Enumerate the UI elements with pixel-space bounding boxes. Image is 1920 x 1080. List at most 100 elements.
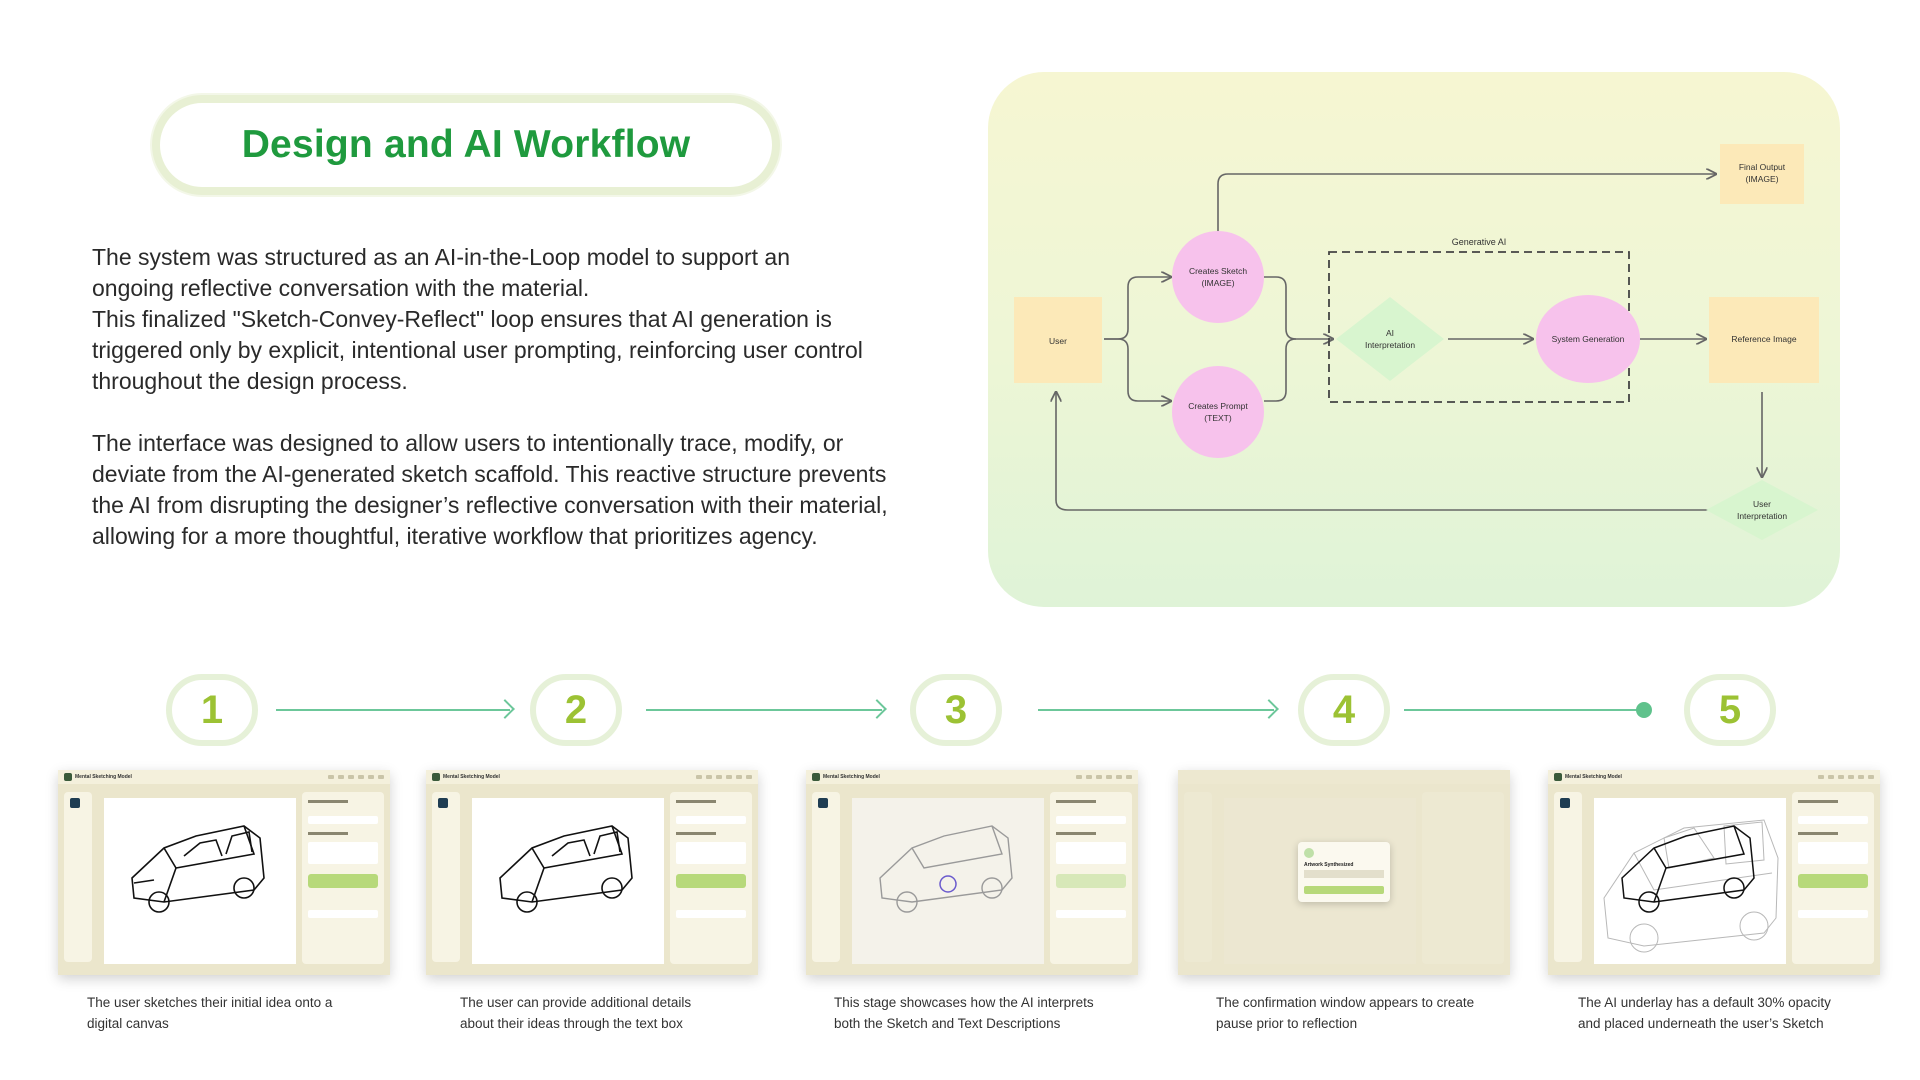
caption-line: This stage showcases how the AI interpre… bbox=[834, 995, 1094, 1010]
ai-generation-panel bbox=[1050, 792, 1132, 964]
node-user-label: User bbox=[1049, 336, 1067, 346]
tool-panel bbox=[64, 792, 92, 962]
tool-panel bbox=[432, 792, 460, 962]
drawing-canvas bbox=[1594, 798, 1786, 964]
step-badge-2: 2 bbox=[530, 674, 622, 746]
intro-text: The system was structured as an AI-in-th… bbox=[92, 242, 952, 583]
car-sketch bbox=[499, 825, 633, 913]
caption-line: and placed underneath the user’s Sketch bbox=[1578, 1016, 1824, 1031]
step-3-screenshot: Mental Sketching Model bbox=[806, 770, 1138, 975]
arrow-user-to-sketch bbox=[1104, 277, 1171, 340]
toolbar-icons bbox=[328, 775, 384, 779]
step-2-caption: The user can provide additional details … bbox=[460, 992, 760, 1034]
project-name-field bbox=[1798, 816, 1868, 824]
node-prompt-label-1: Creates Prompt bbox=[1188, 401, 1248, 411]
style-filter-row bbox=[1056, 910, 1126, 918]
caption-line: The confirmation window appears to creat… bbox=[1216, 995, 1475, 1010]
intro-line: throughout the design process. bbox=[92, 368, 408, 394]
step-badge-1: 1 bbox=[166, 674, 258, 746]
caption-line: digital canvas bbox=[87, 1016, 169, 1031]
step-connector-2 bbox=[646, 699, 887, 719]
arrow-interpretation-to-user bbox=[1056, 392, 1713, 511]
confirmation-dialog: Artwork Synthesized bbox=[1298, 842, 1390, 902]
description-prompt-field bbox=[1798, 842, 1868, 864]
step-5-screenshot: Mental Sketching Model bbox=[1548, 770, 1880, 975]
pen-tool-icon bbox=[818, 798, 828, 808]
node-user bbox=[1014, 297, 1102, 383]
dialog-title: Artwork Synthesized bbox=[1304, 862, 1354, 868]
intro-line: deviate from the AI-generated sketch sca… bbox=[92, 461, 887, 487]
app-logo-icon bbox=[64, 773, 72, 781]
car-sketch bbox=[131, 825, 265, 913]
drawing-canvas bbox=[472, 798, 664, 964]
connectors bbox=[1056, 174, 1762, 511]
node-creates-prompt bbox=[1172, 366, 1264, 458]
project-name-field bbox=[1056, 816, 1126, 824]
app-topbar: Mental Sketching Model bbox=[1548, 770, 1880, 784]
node-user-interpretation bbox=[1706, 480, 1818, 540]
node-reference-image bbox=[1709, 297, 1819, 383]
tool-panel bbox=[1554, 792, 1582, 962]
node-system-label: System Generation bbox=[1552, 334, 1625, 344]
arrow-sketch-to-final bbox=[1217, 174, 1716, 232]
caption-line: pause prior to reflection bbox=[1216, 1016, 1358, 1031]
ai-generation-panel bbox=[670, 792, 752, 964]
panel-label bbox=[1798, 800, 1838, 803]
description-prompt-field bbox=[1056, 842, 1126, 864]
style-filter-row bbox=[308, 910, 378, 918]
step-1-screenshot: Mental Sketching Model bbox=[58, 770, 390, 975]
ai-generation-panel bbox=[1792, 792, 1874, 964]
step-4-screenshot: Artwork Synthesized bbox=[1178, 770, 1510, 975]
drawing-canvas bbox=[852, 798, 1044, 964]
generate-reference-button bbox=[1798, 874, 1868, 888]
panel-label bbox=[1798, 832, 1838, 835]
toolbar-icons bbox=[1076, 775, 1132, 779]
arrow-user-to-prompt bbox=[1104, 338, 1171, 401]
intro-line: triggered only by explicit, intentional … bbox=[92, 337, 863, 363]
description-prompt-field bbox=[308, 842, 378, 864]
workflow-diagram-svg: Generative AI User Creates Sketch (IMAGE… bbox=[1014, 144, 1819, 540]
workflow-diagram: Generative AI User Creates Sketch (IMAGE… bbox=[988, 72, 1840, 607]
step-2-screenshot: Mental Sketching Model bbox=[426, 770, 758, 975]
caption-line: The user can provide additional details bbox=[460, 995, 692, 1010]
step-5-caption: The AI underlay has a default 30% opacit… bbox=[1578, 992, 1878, 1034]
title-pill: Design and AI Workflow bbox=[152, 95, 780, 195]
step-badge-4: 4 bbox=[1298, 674, 1390, 746]
panel-label bbox=[676, 832, 716, 835]
dialog-confirm-button bbox=[1304, 886, 1384, 894]
intro-line: the AI from disrupting the designer’s re… bbox=[92, 492, 888, 518]
node-creates-sketch bbox=[1172, 231, 1264, 323]
arrow-right-icon bbox=[495, 699, 515, 719]
drawing-canvas bbox=[104, 798, 296, 964]
panel-label bbox=[308, 832, 348, 835]
node-sketch-label-2: (IMAGE) bbox=[1201, 278, 1234, 288]
step-connector-1 bbox=[276, 699, 515, 719]
intro-paragraph-2: The interface was designed to allow user… bbox=[92, 428, 952, 552]
arrow-right-icon bbox=[1259, 699, 1279, 719]
app-name: Mental Sketching Model bbox=[75, 774, 132, 780]
app-topbar: Mental Sketching Model bbox=[426, 770, 758, 784]
intro-line: allowing for a more thoughtful, iterativ… bbox=[92, 523, 818, 549]
generate-reference-button bbox=[308, 874, 378, 888]
caption-line: The user sketches their initial idea ont… bbox=[87, 995, 333, 1010]
app-name: Mental Sketching Model bbox=[823, 774, 880, 780]
step-connector-3 bbox=[1038, 699, 1279, 719]
caption-line: The AI underlay has a default 30% opacit… bbox=[1578, 995, 1831, 1010]
app-name: Mental Sketching Model bbox=[1565, 774, 1622, 780]
app-topbar: Mental Sketching Model bbox=[806, 770, 1138, 784]
intro-line: The interface was designed to allow user… bbox=[92, 430, 844, 456]
app-logo-icon bbox=[1554, 773, 1562, 781]
app-name: Mental Sketching Model bbox=[443, 774, 500, 780]
node-user-interp-label-2: Interpretation bbox=[1737, 511, 1787, 521]
node-reference-label: Reference Image bbox=[1731, 334, 1796, 344]
panel-label bbox=[676, 800, 716, 803]
panel-label bbox=[1056, 832, 1096, 835]
intro-line: The system was structured as an AI-in-th… bbox=[92, 244, 791, 270]
step-connector-4 bbox=[1404, 702, 1652, 718]
node-user-interp-label-1: User bbox=[1753, 499, 1771, 509]
node-sketch-label-1: Creates Sketch bbox=[1189, 266, 1247, 276]
app-topbar: Mental Sketching Model bbox=[58, 770, 390, 784]
step-badge-5: 5 bbox=[1684, 674, 1776, 746]
app-logo-icon bbox=[432, 773, 440, 781]
generate-reference-button bbox=[1056, 874, 1126, 888]
